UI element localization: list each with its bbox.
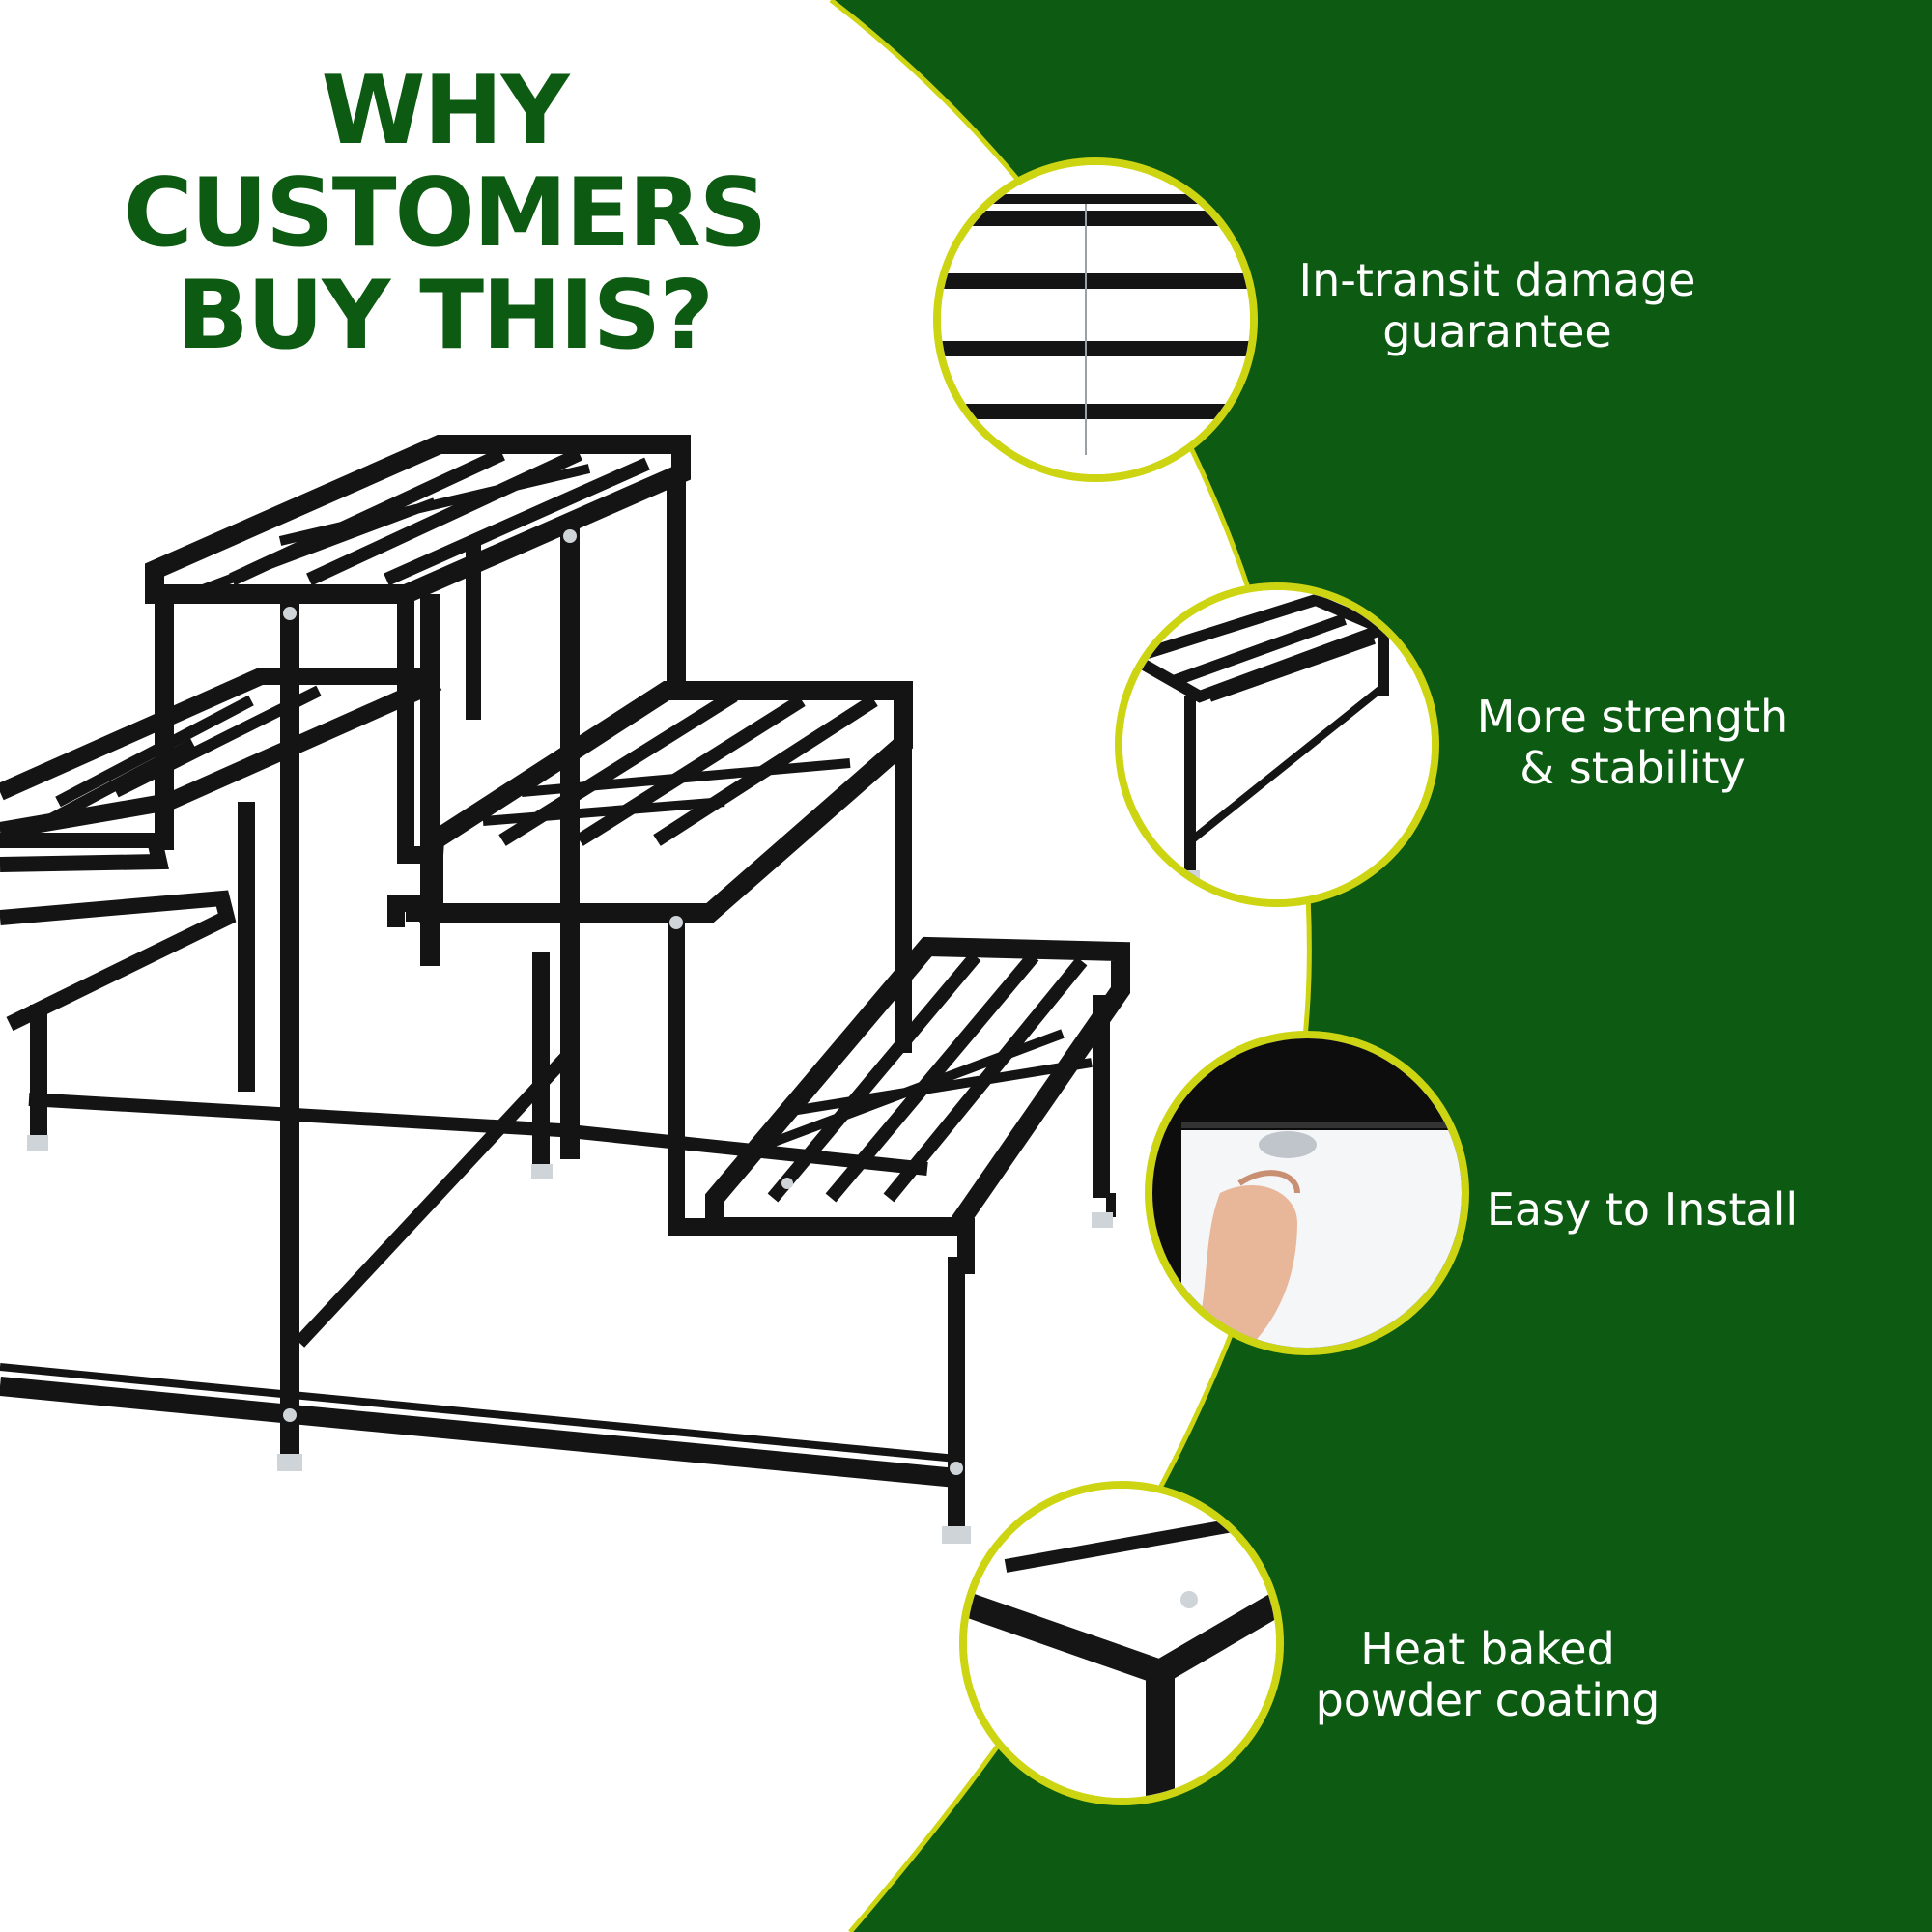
title-line-2: BUY THIS? [176, 261, 714, 371]
feature-2-line-1: More strength [1476, 691, 1789, 743]
green-panel [831, 0, 1932, 1932]
feature-badge-2 [1115, 582, 1439, 907]
feature-label-transit: In-transit damage guarantee [1275, 255, 1719, 357]
feature-2-line-2: & stability [1520, 742, 1746, 794]
feature-1-line-1: In-transit damage [1298, 254, 1696, 306]
rack-top-closeup-icon [941, 165, 1250, 474]
feature-badge-3 [1145, 1031, 1469, 1355]
title-line-1: WHY CUSTOMERS [123, 56, 768, 269]
feature-badge-4 [959, 1481, 1284, 1805]
feature-label-strength: More strength & stability [1449, 692, 1816, 794]
page-title: WHY CUSTOMERS BUY THIS? [39, 60, 850, 367]
feature-label-coating: Heat baked powder coating [1294, 1624, 1681, 1726]
feature-4-line-2: powder coating [1315, 1674, 1661, 1726]
feature-3-line-1: Easy to Install [1486, 1183, 1799, 1236]
wing-nut-hand-icon [1152, 1038, 1462, 1348]
feature-label-install: Easy to Install [1478, 1184, 1806, 1236]
feature-badge-1 [933, 157, 1258, 482]
feature-4-line-1: Heat baked [1360, 1623, 1615, 1675]
coated-corner-icon [967, 1489, 1276, 1798]
feature-1-line-2: guarantee [1382, 305, 1612, 357]
rack-frame-joint-icon [1122, 590, 1432, 899]
